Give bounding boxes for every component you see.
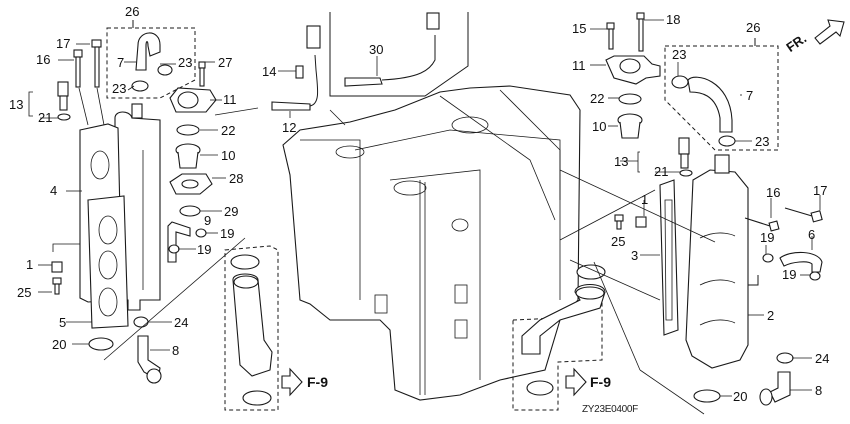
callout-3: 3 [631,248,639,263]
clamp-24-right [776,352,794,364]
callout-25-left: 25 [17,285,32,300]
callout-10-left: 10 [221,148,236,163]
callout-12: 12 [282,120,297,135]
callout-24-right: 24 [815,351,830,366]
o2-sensor-12 [271,25,321,111]
reference-arrow-right [565,367,587,397]
callout-10-right: 10 [592,119,607,134]
clamp-24-left [133,316,149,328]
gasket-22-right [618,93,642,105]
callout-17-left: 17 [56,36,71,51]
gasket-22-left [176,124,200,136]
callout-20-right: 20 [733,389,748,404]
callout-30: 30 [369,42,384,57]
thermostat-10-left [175,143,201,169]
bolt-25-right [614,214,624,230]
callout-23a-right: 23 [672,47,687,62]
bolt-18 [636,12,645,52]
thermostat-cover-11-left [169,61,259,116]
callout-29: 29 [224,204,239,219]
temp-sensor-13-left [28,81,71,121]
plug-1-left [51,261,63,273]
callout-7-left: 7 [117,55,125,70]
thermostat-10-right [617,113,643,139]
exhaust-manifold-right [685,154,759,369]
callout-23b-right: 23 [755,134,770,149]
front-direction-arrow [814,19,845,45]
callout-19b-left: 19 [197,242,212,257]
callout-18: 18 [666,12,681,27]
callout-21-right: 21 [654,164,669,179]
temp-sensor-13-right [637,137,693,177]
hose-8-left [137,335,162,384]
callout-6: 6 [808,227,816,242]
gasket-29 [179,205,201,217]
thermostat-cover-11-right [605,55,661,85]
callout-19a-right: 19 [760,230,775,245]
reference-label-right[interactable]: F-9 [590,374,611,390]
manifold-gasket-3 [659,179,679,336]
thermostat-base-28 [169,173,213,195]
cylinder-block [282,85,581,401]
plug-1-right [635,216,647,228]
callout-23b-left: 23 [112,81,127,96]
hose-6 [762,251,823,281]
bolt-15 [606,22,615,50]
callout-5: 5 [59,315,67,330]
reference-label-left[interactable]: F-9 [307,374,328,390]
callout-11-right: 11 [572,58,586,73]
callout-28: 28 [229,171,244,186]
water-tube-kit-right [512,264,606,411]
callout-25-right: 25 [611,234,626,249]
callout-17-right: 17 [813,183,828,198]
clip-14 [295,65,304,79]
o2-sensor-box [329,12,469,97]
callout-4: 4 [50,183,58,198]
callout-19b-right: 19 [782,267,797,282]
callout-24-left: 24 [174,315,189,330]
diagram-code: ZY23E0400F [582,404,638,415]
callout-19a-left: 19 [220,226,235,241]
callout-26-right: 26 [746,20,761,35]
callout-1-left: 1 [26,257,34,272]
callout-13-left: 13 [9,97,24,112]
callout-15: 15 [572,21,587,36]
callout-16-left: 16 [36,52,51,67]
bolt-17-left [91,39,105,126]
bolt-17-right [784,207,823,223]
callout-26-left: 26 [125,4,140,19]
bolt-16-right [744,217,780,232]
hose-8-right [759,371,791,406]
callout-14: 14 [262,64,277,79]
callout-7-right: 7 [746,88,754,103]
callout-13-right: 13 [614,154,629,169]
reference-arrow-left [281,367,303,397]
manifold-plate-5 [87,195,129,329]
bolt-25-left [52,277,62,295]
callout-20-left: 20 [52,337,67,352]
callout-8-right: 8 [815,383,823,398]
hose-kit-26-right [664,38,779,151]
leader-lines [38,19,821,415]
callout-11-left: 11 [223,92,237,107]
callout-9: 9 [204,213,212,228]
callout-27: 27 [218,55,233,70]
o-ring-20-right [693,389,721,403]
hose-9 [167,221,207,263]
callout-16-right: 16 [766,185,781,200]
callout-22-right: 22 [590,91,605,106]
bolt-16-left [73,49,89,126]
callout-21-left: 21 [38,110,53,125]
water-tube-kit-left [224,245,279,411]
callout-8-left: 8 [172,343,180,358]
callout-22-left: 22 [221,123,236,138]
callout-2: 2 [767,308,775,323]
callout-23a-left: 23 [178,55,193,70]
hose-kit-26-left [106,20,196,99]
o-ring-20-left [88,337,114,351]
callout-1-right: 1 [641,192,649,207]
